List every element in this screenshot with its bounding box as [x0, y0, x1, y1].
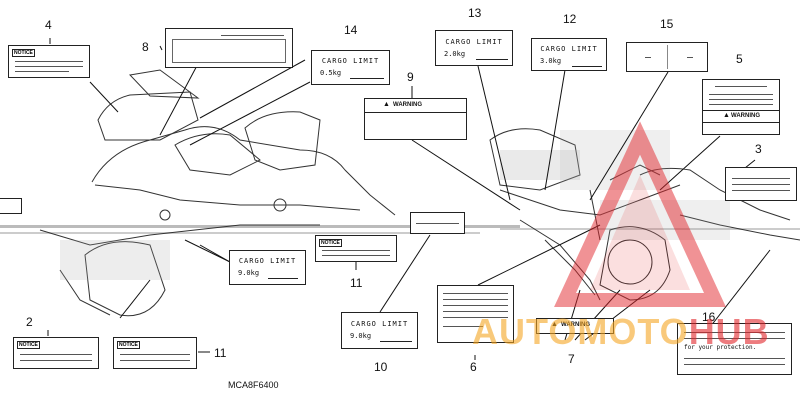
cargo-title: CARGO LIMIT: [445, 38, 503, 46]
label-7-warning: WARNING ▲: [536, 318, 614, 334]
watermark-part-moto: MOTO: [577, 311, 689, 352]
cargo-title: CARGO LIMIT: [540, 45, 598, 53]
notice-tag: NOTICE: [12, 49, 35, 57]
label-9-warning: WARNING ▲: [364, 98, 467, 140]
callout-12: 12: [563, 12, 577, 26]
warning-triangle-icon: ▲: [383, 101, 390, 108]
diagram-code: MCA8F6400: [228, 380, 279, 390]
label-partial-left: [0, 198, 22, 214]
warning-text: WARNING: [561, 322, 590, 328]
cargo-value: 2.0kg: [444, 50, 466, 58]
cargo-title: CARGO LIMIT: [350, 320, 409, 328]
label-mid-small: [410, 212, 465, 234]
watermark-triangle: [554, 121, 726, 307]
watermark-logo: AUTOMOTOHUB: [472, 311, 770, 353]
label-10-cargo: CARGO LIMIT 9.0kg: [341, 312, 418, 349]
label-15: [626, 42, 708, 72]
label-12-cargo: CARGO LIMIT 3.0kg: [531, 38, 607, 71]
notice-tag: NOTICE: [17, 341, 40, 349]
label-8: [165, 28, 293, 68]
callout-11-bottom: 11: [214, 346, 227, 360]
label-3: [725, 167, 797, 201]
callout-7: 7: [568, 352, 575, 366]
left-motorcycle-outline: [39, 69, 396, 317]
callout-2: 2: [26, 315, 33, 329]
label-11-bottom-notice: NOTICE: [113, 337, 197, 369]
notice-tag: NOTICE: [117, 341, 140, 349]
label-6: [437, 285, 514, 343]
label-2-notice: NOTICE: [13, 337, 99, 369]
callout-10: 10: [374, 360, 388, 374]
label-11-notice: NOTICE: [315, 235, 397, 262]
callout-13: 13: [468, 6, 482, 20]
shading: [60, 130, 730, 280]
callout-6: 6: [470, 360, 477, 374]
notice-tag: NOTICE: [319, 239, 342, 247]
cargo-title: CARGO LIMIT: [321, 57, 380, 65]
label-cargo-9kg-left: CARGO LIMIT 9.0kg: [229, 250, 306, 285]
label-4-notice: NOTICE: [8, 45, 90, 78]
cargo-value: 9.0kg: [350, 332, 372, 340]
callout-5: 5: [736, 52, 743, 66]
label-13-cargo: CARGO LIMIT 2.0kg: [435, 30, 513, 66]
cargo-value: 9.0kg: [238, 269, 260, 277]
warning-text: WARNING: [731, 113, 760, 119]
watermark-part-auto: AUTO: [472, 311, 578, 352]
watermark-part-hub: HUB: [688, 311, 770, 352]
cargo-title: CARGO LIMIT: [238, 257, 297, 265]
callout-4: 4: [45, 18, 52, 32]
callout-8: 8: [142, 40, 149, 54]
label-5-warning: WARNING ▲: [702, 79, 780, 135]
callout-15: 15: [660, 17, 674, 31]
warning-triangle-icon: ▲: [551, 321, 558, 328]
label-16: for your protection.: [677, 323, 792, 375]
callout-9: 9: [407, 70, 414, 84]
cargo-value: 0.5kg: [320, 69, 342, 77]
cargo-value: 3.0kg: [540, 57, 562, 65]
warning-text: WARNING: [393, 102, 422, 108]
label-14-cargo: CARGO LIMIT 0.5kg: [311, 50, 390, 85]
callout-11-mid: 11: [350, 276, 363, 290]
callout-3: 3: [755, 142, 762, 156]
protection-text: for your protection.: [684, 344, 757, 351]
ground-band-dots: [0, 225, 800, 234]
callout-16: 16: [702, 310, 716, 324]
warning-triangle-icon: ▲: [723, 112, 730, 119]
callout-14: 14: [344, 23, 358, 37]
